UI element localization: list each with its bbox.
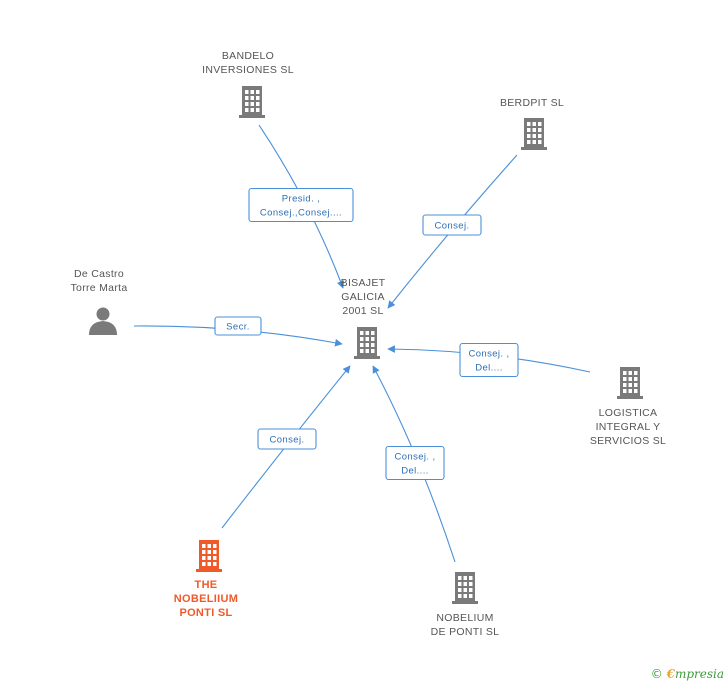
node-bisajet[interactable]: BISAJET GALICIA 2001 SL [341,277,386,359]
role-tag-label: Del.... [475,363,503,374]
node-label[interactable]: LOGISTICA INTEGRAL Y SERVICIOS SL [590,407,666,447]
building-icon[interactable] [617,367,643,399]
node-label-line: INTEGRAL Y [596,421,661,433]
node-label-line: THE [195,579,218,591]
building-icon[interactable] [196,540,222,572]
brand-footer: © €mpresia [651,667,724,681]
node-label-line: 2001 SL [342,305,383,317]
role-tag-box [214,316,262,336]
role-tag-box [248,187,354,223]
node-label-line: BANDELO [222,50,274,62]
role-tag-label: Presid. , [282,194,320,205]
node-label-line: GALICIA [341,291,385,303]
node-label-line: BISAJET [341,277,386,289]
role-tag-label: Consej. [269,435,304,446]
node-label-line: SERVICIOS SL [590,435,666,447]
role-tag-box [459,342,519,378]
role-tag[interactable]: Secr. [214,316,262,336]
building-icon[interactable] [452,572,478,604]
role-tag-label: Consej.,Consej.... [260,208,342,219]
building-icon[interactable] [239,86,265,118]
node-bandelo[interactable]: BANDELO INVERSIONES SL [202,50,294,118]
node-label[interactable]: BISAJET GALICIA 2001 SL [341,277,386,317]
node-label-line: DE PONTI SL [431,626,500,638]
building-icon[interactable] [354,327,380,359]
role-tag[interactable]: Consej. , Del.... [385,445,445,481]
node-label[interactable]: THE NOBELIIUM PONTI SL [174,579,238,619]
nodes-layer: BISAJET GALICIA 2001 SL BANDELO INVERSIONES … [71,50,666,638]
node-label-line: PONTI SL [179,607,232,619]
role-tag-label: Consej. , [394,452,435,463]
role-tag-label: Del.... [401,466,429,477]
node-label[interactable]: BANDELO INVERSIONES SL [202,50,294,76]
node-logistica[interactable]: LOGISTICA INTEGRAL Y SERVICIOS SL [590,367,666,447]
brand-name: mpresia [674,667,724,681]
node-label-line: NOBELIIUM [174,593,238,605]
role-tag[interactable]: Consej. [257,428,317,450]
role-tag[interactable]: Presid. , Consej.,Consej.... [248,187,354,223]
tags-layer: Presid. , Consej.,Consej.... Consej. Secr. C… [214,187,519,481]
role-tag-label: Consej. [434,221,469,232]
role-tag-box [385,445,445,481]
node-berdpit[interactable]: BERDPIT SL [500,97,564,150]
node-label[interactable]: BERDPIT SL [500,97,564,109]
node-label-line: Torre Marta [71,282,128,294]
node-label-line: LOGISTICA [599,407,658,419]
role-tag-label: Consej. , [468,349,509,360]
node-label-line: NOBELIUM [436,612,493,624]
role-tag-box [422,214,482,236]
node-label[interactable]: NOBELIUM DE PONTI SL [431,612,500,638]
role-tag[interactable]: Consej. , Del.... [459,342,519,378]
brand-initial: € [666,667,675,681]
node-thenobeliium[interactable]: THE NOBELIIUM PONTI SL [174,540,238,619]
node-nobelium[interactable]: NOBELIUM DE PONTI SL [431,572,500,638]
role-tag[interactable]: Consej. [422,214,482,236]
copyright-icon: © [650,667,663,681]
role-tag-box [257,428,317,450]
node-label-line: De Castro [74,268,124,280]
node-label-line: BERDPIT SL [500,97,564,109]
person-icon[interactable] [89,307,117,336]
node-label-line: INVERSIONES SL [202,64,294,76]
building-icon[interactable] [521,118,547,150]
role-tag-label: Secr. [226,322,250,333]
